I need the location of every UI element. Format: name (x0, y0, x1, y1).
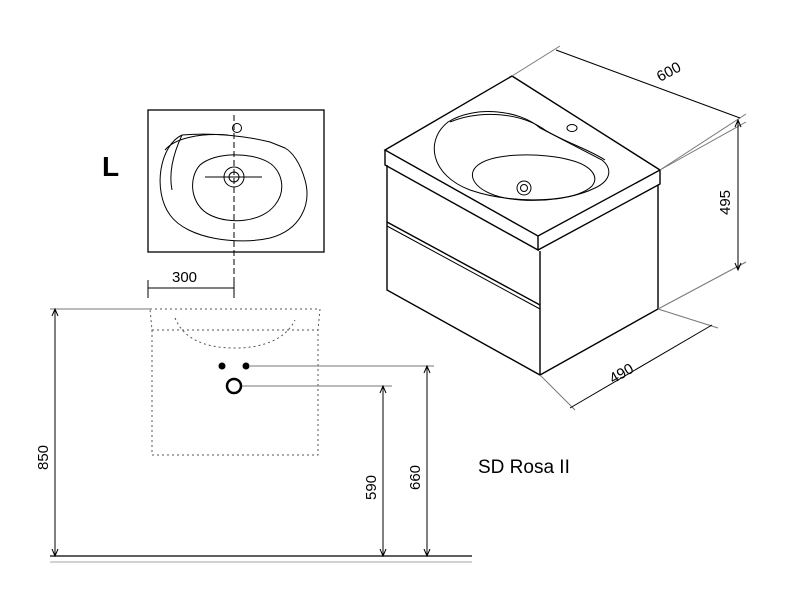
cabinet-side-face (539, 185, 659, 376)
waste-outlet-icon (225, 377, 243, 395)
drawer-split-line-2 (386, 225, 541, 310)
tap-hole-icon (232, 123, 242, 133)
dim-300: 300 (172, 269, 197, 286)
worktop-side-edge (537, 170, 661, 251)
basin-wave-3d (449, 114, 606, 161)
basin-bowl-inner (192, 154, 283, 222)
basin-bowl-3d-inner (472, 154, 596, 201)
product-name: SD Rosa II (478, 457, 570, 478)
side-label-L: L (102, 151, 119, 182)
water-inlet-right-icon (242, 362, 250, 370)
drain-3d-icon (516, 180, 532, 196)
worktop-top-surface (383, 75, 662, 237)
dim-495: 495 (717, 190, 734, 215)
front-elevation: 850 590 660 (35, 307, 472, 563)
tap-hole-3d-icon (566, 124, 578, 132)
plan-view: L 300 (102, 109, 325, 298)
dim-490: 490 (607, 360, 637, 387)
dim-line-600 (555, 49, 741, 119)
cabinet-front-face (386, 165, 541, 377)
basin-bowl-3d-outer (433, 111, 610, 201)
dim-660: 660 (407, 465, 424, 490)
worktop-front-edge (384, 150, 539, 252)
water-inlet-left-icon (218, 362, 226, 370)
basin-rim-curve (164, 134, 229, 151)
dim-850: 850 (35, 445, 52, 470)
dim-600: 600 (654, 59, 684, 86)
dim-590: 590 (363, 475, 380, 500)
cabinet-3d: 600 495 490 (383, 45, 747, 411)
basin-plan-outline (147, 109, 325, 253)
dim-line-490 (569, 324, 713, 409)
bowl-section (174, 317, 296, 349)
drawer-split-line (386, 221, 541, 306)
basin-lobe (170, 134, 183, 191)
basin-bowl-outer (159, 133, 308, 242)
